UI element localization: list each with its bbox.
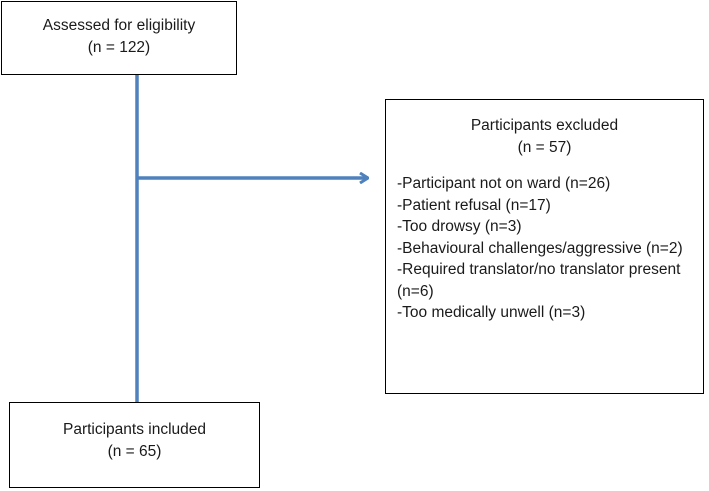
included-title: Participants included (62, 421, 207, 438)
exclusion-reason: -Required translator/no translator prese… (397, 261, 681, 300)
exclusion-reason: -Behavioural challenges/aggressive (n=2) (397, 239, 683, 257)
exclusion-reasons-list: -Participant not on ward (n=26) -Patient… (386, 173, 703, 324)
exclusion-reason: -Too medically unwell (n=3) (397, 304, 586, 321)
assessed-title: Assessed for eligibility (42, 17, 196, 34)
excluded-box: Participants excluded (n = 57) -Particip… (385, 99, 704, 394)
assessed-box: Assessed for eligibility (n = 122) (1, 1, 237, 75)
excluded-count: (n = 57) (517, 139, 572, 156)
assessed-count: (n = 122) (87, 39, 151, 56)
included-count: (n = 65) (107, 443, 162, 460)
included-box: Participants included (n = 65) (9, 402, 260, 488)
excluded-title: Participants excluded (470, 117, 619, 134)
exclusion-reason: -Patient refusal (n=17) (397, 196, 551, 214)
exclusion-reason: -Too drowsy (n=3) (397, 218, 522, 235)
exclusion-reason: -Participant not on ward (n=26) (397, 175, 611, 192)
